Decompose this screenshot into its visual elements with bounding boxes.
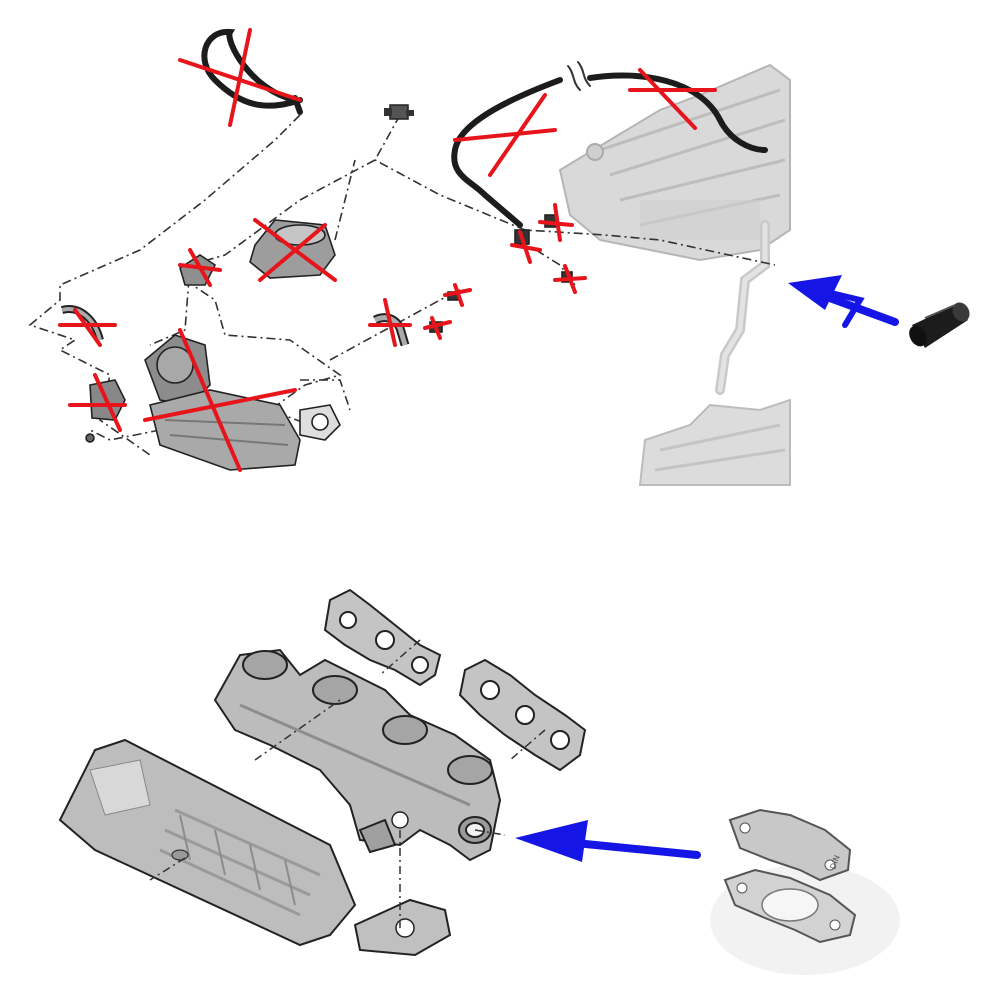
- red-x-mark: [143, 328, 297, 472]
- rubber-blanking-plug: [909, 302, 970, 348]
- red-x-mark: [628, 68, 717, 130]
- dipstick-tube-ghost: [715, 220, 770, 395]
- bottom-leader-lines: [149, 639, 546, 930]
- oil-pan-ghost: [638, 398, 791, 486]
- red-x-mark: [368, 298, 412, 347]
- red-x-mark: [178, 248, 222, 287]
- egr-blanking-plate: DIN: [710, 808, 900, 975]
- red-x-mark: [443, 283, 472, 307]
- blue-arrow-icon: [515, 820, 701, 862]
- exhaust-manifold: [213, 648, 502, 862]
- manifold-gaskets: [323, 588, 587, 772]
- red-x-mark: [453, 93, 557, 177]
- blue-arrow-icon: [788, 275, 899, 328]
- red-x-mark: [538, 203, 574, 242]
- red-x-mark: [68, 373, 127, 432]
- bottom-panel: DIN: [58, 588, 900, 975]
- egr-parts: [60, 214, 573, 471]
- red-x-mark: [253, 218, 337, 282]
- red-x-mark: [423, 316, 452, 340]
- heat-shield: [58, 738, 357, 947]
- egr-port-gasket: [353, 898, 452, 957]
- red-x-mark: [553, 264, 587, 294]
- red-x-mark: [510, 230, 542, 264]
- vacuum-valve: [384, 104, 414, 120]
- top-panel: [28, 28, 970, 486]
- removed-part-marks: [58, 28, 717, 472]
- cylinder-head-ghost: [558, 63, 791, 262]
- red-x-mark: [178, 28, 302, 127]
- red-x-mark: [58, 308, 117, 347]
